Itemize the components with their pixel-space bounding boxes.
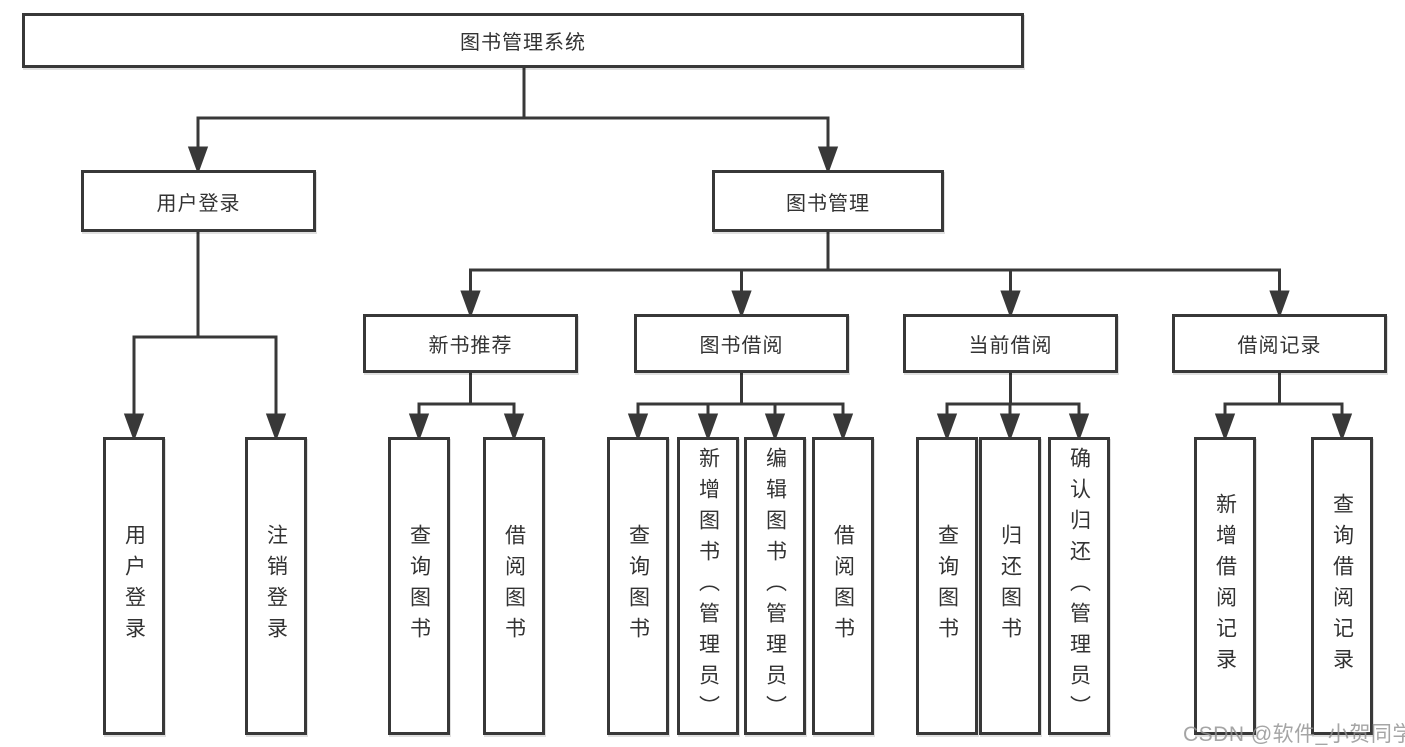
connector-borrow-children — [627, 373, 854, 442]
node-leaf-add-borrow-record: 新增借阅记录 — [1194, 437, 1256, 735]
node-label: 图书借阅 — [699, 335, 784, 357]
node-leaf-logout: 注销登录 — [245, 437, 307, 735]
connector-records-children — [1214, 373, 1353, 442]
node-label: 借阅图书 — [831, 524, 855, 648]
node-label: 新增借阅记录 — [1213, 493, 1237, 679]
node-label: 当前借阅 — [968, 335, 1053, 357]
node-leaf-confirm-return-admin: 确认归还（管理员） — [1048, 437, 1110, 735]
connector-login-children — [123, 232, 287, 442]
node-current-borrowing: 当前借阅 — [903, 314, 1118, 373]
node-label: 借阅图书 — [502, 524, 526, 648]
node-label: 确认归还（管理员） — [1067, 446, 1091, 726]
connector-root-to-level2 — [187, 68, 839, 175]
node-user-login: 用户登录 — [81, 170, 316, 232]
node-label: 注销登录 — [264, 524, 288, 648]
node-leaf-user-login: 用户登录 — [103, 437, 165, 735]
node-label: 归还图书 — [998, 524, 1022, 648]
node-label: 图书管理 — [786, 192, 870, 215]
node-leaf-add-books-admin: 新增图书（管理员） — [677, 437, 739, 735]
node-label: 查询图书 — [407, 524, 431, 648]
node-label: 查询图书 — [935, 524, 959, 648]
node-root-system: 图书管理系统 — [22, 13, 1024, 68]
node-label: 编辑图书（管理员） — [763, 446, 787, 726]
connector-bookmgmt-to-level3 — [460, 232, 1290, 319]
node-leaf-return-books: 归还图书 — [979, 437, 1041, 735]
node-leaf-borrow-books-2: 借阅图书 — [812, 437, 874, 735]
node-book-borrowing: 图书借阅 — [634, 314, 849, 373]
node-label: 用户登录 — [122, 524, 146, 648]
node-leaf-borrow-books-1: 借阅图书 — [483, 437, 545, 735]
node-leaf-edit-books-admin: 编辑图书（管理员） — [744, 437, 806, 735]
node-label: 新书推荐 — [428, 335, 513, 357]
node-label: 查询图书 — [626, 524, 650, 648]
node-book-management: 图书管理 — [712, 170, 944, 232]
node-leaf-query-borrow-record: 查询借阅记录 — [1311, 437, 1373, 735]
node-label: 借阅记录 — [1237, 335, 1322, 357]
node-label: 新增图书（管理员） — [696, 446, 720, 726]
node-leaf-query-books-3: 查询图书 — [916, 437, 978, 735]
node-new-book-recommend: 新书推荐 — [363, 314, 578, 373]
node-label: 用户登录 — [156, 192, 241, 215]
connector-newbook-children — [408, 373, 525, 442]
node-leaf-query-books-1: 查询图书 — [388, 437, 450, 735]
node-label: 查询借阅记录 — [1330, 493, 1354, 679]
node-label: 图书管理系统 — [460, 32, 586, 54]
node-leaf-query-books-2: 查询图书 — [607, 437, 669, 735]
csdn-watermark: CSDN @软件_小贺同学 — [1183, 723, 1405, 746]
node-borrowing-records: 借阅记录 — [1172, 314, 1387, 373]
connector-current-children — [936, 373, 1090, 442]
